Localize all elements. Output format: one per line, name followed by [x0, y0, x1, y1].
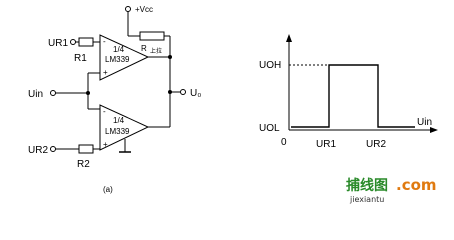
watermark-logo: 捕线图 .com jiexiantu — [346, 176, 437, 204]
comparator-top-part: LM339 — [105, 55, 130, 64]
pullup-resistor — [139, 31, 165, 41]
circuit-schematic: +Vcc R 上拉 - 1/4 LM339 + UR1 R1 Uin — [28, 5, 201, 194]
figure-caption: (a) — [103, 185, 113, 194]
comparator-top-plus: + — [103, 68, 108, 77]
ur1-label: UR1 — [48, 38, 68, 49]
vcc-label: +Vcc — [135, 5, 153, 14]
transfer-characteristic: UOH UOL 0 Uin UR1 UR2 — [259, 34, 438, 150]
x-tick-ur2: UR2 — [366, 139, 386, 150]
comparator-top — [99, 34, 150, 81]
resistor-r2 — [78, 144, 94, 154]
pullup-sub-label: 上拉 — [150, 47, 162, 55]
x-axis-arrow — [430, 127, 438, 133]
comparator-bottom-plus: + — [103, 140, 108, 149]
x-tick-ur1: UR1 — [316, 139, 336, 150]
comparator-bottom-minus: - — [103, 107, 106, 116]
r2-label: R2 — [77, 159, 90, 170]
uin-label: Uin — [28, 89, 43, 100]
y-low-label: UOL — [259, 123, 280, 134]
uin-terminal — [50, 90, 56, 96]
watermark-url: jiexiantu — [349, 195, 384, 204]
comparator-bottom-unit: 1/4 — [113, 116, 125, 125]
comparator-bottom — [99, 104, 150, 151]
comparator-bottom-part: LM339 — [105, 127, 130, 136]
pullup-label: R — [141, 44, 147, 53]
origin-label: 0 — [281, 137, 287, 148]
window-comparator-figure: +Vcc R 上拉 - 1/4 LM339 + UR1 R1 Uin — [28, 5, 438, 204]
ur2-terminal — [50, 146, 56, 152]
vcc-terminal — [125, 6, 131, 12]
ur1-terminal — [70, 39, 76, 45]
r1-label: R1 — [74, 53, 87, 64]
watermark-com: .com — [396, 176, 437, 194]
ur2-label: UR2 — [28, 145, 48, 156]
output-terminal — [180, 89, 186, 95]
output-waveform — [291, 64, 415, 128]
comparator-top-minus: - — [103, 37, 106, 46]
y-axis-arrow — [286, 34, 292, 42]
watermark-cn: 捕线图 — [346, 177, 388, 194]
x-axis-label: Uin — [417, 117, 432, 128]
resistor-r1 — [78, 37, 94, 47]
y-high-label: UOH — [259, 60, 281, 71]
junction-output — [168, 90, 172, 94]
output-label: U₀ — [190, 88, 201, 99]
comparator-top-unit: 1/4 — [113, 45, 125, 54]
